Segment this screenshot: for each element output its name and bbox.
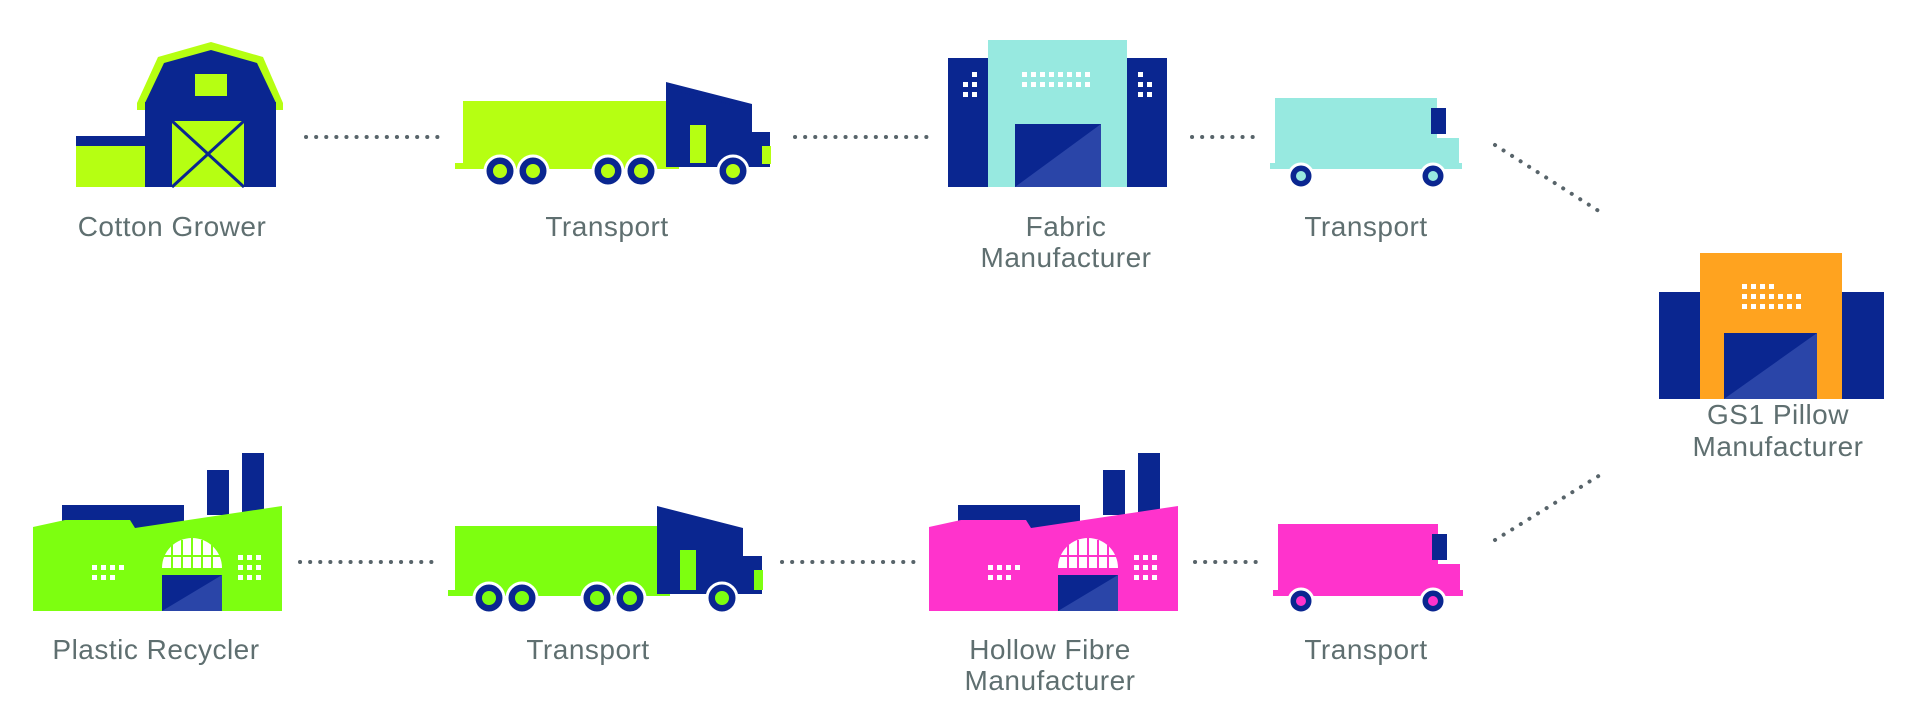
hollow-fibre-manufacturer-node: Hollow Fibre Manufacturer <box>929 453 1178 696</box>
fabric-manufacturer-label-line1: Fabric <box>1026 211 1107 242</box>
transport-1-label: Transport <box>545 211 668 242</box>
hollow-fibre-manufacturer-label-line1: Hollow Fibre <box>969 634 1131 665</box>
connector-van-pillow-top <box>1493 143 1607 217</box>
pillow-manufacturer-label-line1: GS1 Pillow <box>1707 399 1849 430</box>
connectors <box>298 135 1607 564</box>
fabric-manufacturer-node: Fabric Manufacturer <box>948 40 1167 273</box>
semi-truck-icon <box>455 82 771 188</box>
fibre-plant-icon <box>929 453 1178 611</box>
cotton-grower-node: Cotton Grower <box>76 42 283 242</box>
transport-2-label: Transport <box>1304 211 1427 242</box>
transport-1-node: Transport <box>455 82 771 242</box>
warehouse-icon <box>1659 253 1884 399</box>
box-van-icon <box>1270 98 1462 190</box>
transport-4-label: Transport <box>1304 634 1427 665</box>
recycling-plant-icon <box>33 453 282 611</box>
connector-van-pillow-bottom <box>1493 470 1607 542</box>
plastic-recycler-node: Plastic Recycler <box>33 453 282 665</box>
box-van-icon <box>1273 524 1463 615</box>
hollow-fibre-manufacturer-label-line2: Manufacturer <box>965 665 1136 696</box>
factory-building-icon <box>948 40 1167 187</box>
semi-truck-icon <box>448 506 763 615</box>
fabric-manufacturer-label-line2: Manufacturer <box>981 242 1152 273</box>
transport-4-node: Transport <box>1273 524 1463 665</box>
barn-icon <box>76 42 283 189</box>
pillow-manufacturer-node: GS1 Pillow Manufacturer <box>1659 253 1884 462</box>
transport-3-label: Transport <box>526 634 649 665</box>
transport-3-node: Transport <box>448 506 763 665</box>
cotton-grower-label: Cotton Grower <box>78 211 267 242</box>
pillow-manufacturer-label-line2: Manufacturer <box>1693 431 1864 462</box>
transport-2-node: Transport <box>1270 98 1462 242</box>
plastic-recycler-label: Plastic Recycler <box>52 634 259 665</box>
